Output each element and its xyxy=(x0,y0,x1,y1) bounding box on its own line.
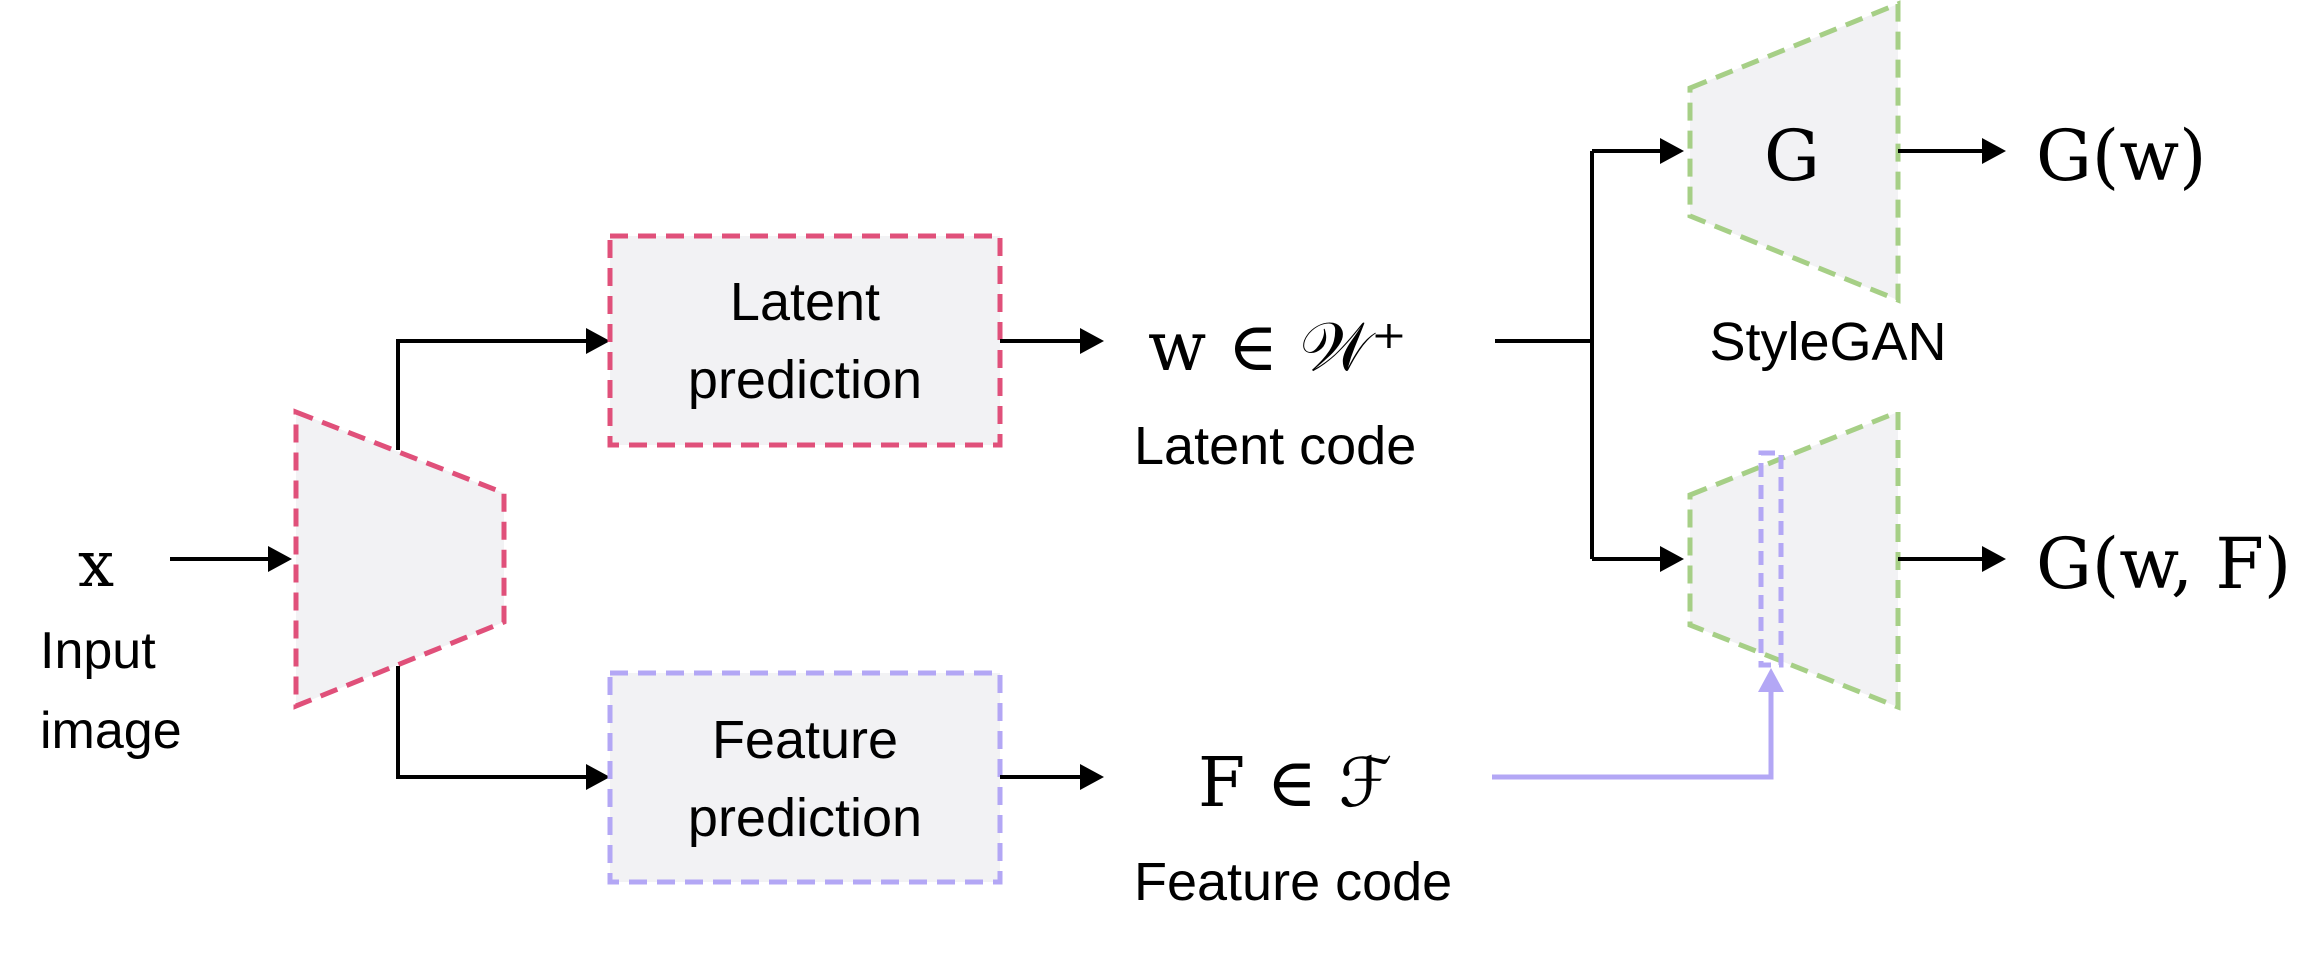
feature-injection-slot xyxy=(1758,450,1784,668)
output-bottom-arrow xyxy=(1898,546,2006,572)
latent-box-line1: Latent xyxy=(730,272,880,332)
output-top-label: G(w) xyxy=(2036,115,2206,197)
feature-code-expression: F ∈ ℱ xyxy=(1198,744,1392,823)
input-arrow xyxy=(170,546,292,572)
generator-symbol: G xyxy=(1764,115,1820,197)
stylegan-label: StyleGAN xyxy=(1709,312,1946,372)
feature-code-label: Feature code xyxy=(1134,852,1452,912)
latent-code-expression: w ∈ 𝒲⁺ xyxy=(1148,308,1407,387)
feature-injection-arrow xyxy=(1492,668,1784,780)
feature-prediction-box xyxy=(607,670,1003,885)
stylegan-generator-top xyxy=(1687,0,1901,304)
input-label-line1: Input xyxy=(40,622,156,680)
latent-code-label: Latent code xyxy=(1134,416,1416,476)
latent-box-line2: prediction xyxy=(688,350,922,410)
feature-box-line2: prediction xyxy=(688,788,922,848)
output-top-arrow xyxy=(1898,138,2006,164)
latent-prediction-box xyxy=(607,233,1003,448)
feature-box-line1: Feature xyxy=(712,710,898,770)
stylegan-generator-bottom xyxy=(1687,408,1901,711)
output-bottom-label: G(w, F) xyxy=(2036,523,2291,605)
input-symbol: x xyxy=(78,528,114,602)
encoder-to-latent-arrow xyxy=(396,328,610,450)
input-label-line2: image xyxy=(40,702,182,760)
encoder-to-feature-arrow xyxy=(396,666,610,790)
feature-box-output-arrow xyxy=(1000,764,1104,790)
latent-code-split-arrows xyxy=(1495,138,1684,572)
encoder-trapezoid xyxy=(293,408,507,710)
latent-box-output-arrow xyxy=(1000,328,1104,354)
